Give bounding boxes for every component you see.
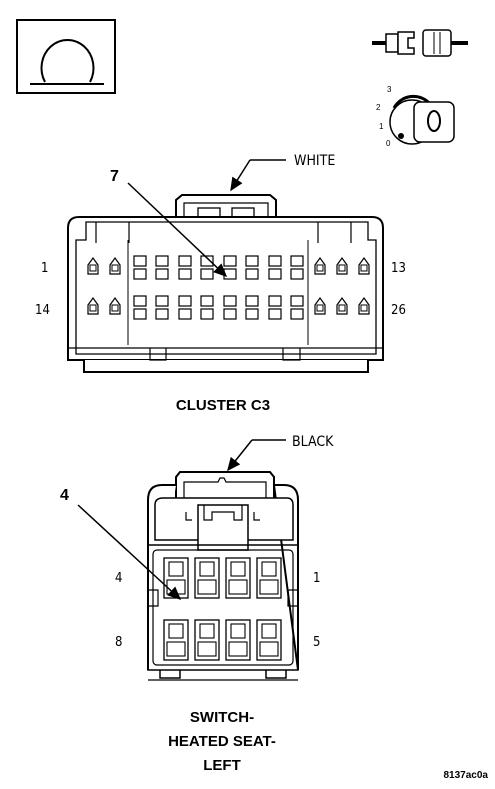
cluster-pin-cavity [336,296,348,315]
cluster-pin-cavity [336,256,348,275]
switch-pin-grid [163,557,282,661]
cluster-pin-cavity [109,256,121,275]
cluster-pin-cavity [245,295,259,320]
cluster-pin-label-1: 1 [41,261,48,276]
figure-code: 8137ac0a [444,770,489,781]
cluster-c3-connector [67,194,384,373]
cluster-pin-label-13: 13 [391,261,406,276]
switch-callout-number: 4 [60,487,69,504]
switch-pin-label-8: 8 [115,635,122,650]
cluster-pin-cavity [290,295,304,320]
ignition-position-1: 1 [379,122,384,131]
switch-connector [147,471,299,681]
ignition-switch-icon [389,94,455,145]
cluster-callout-arrow [127,182,228,278]
cluster-pin-cavity [358,256,370,275]
cluster-pin-cavity [200,255,214,280]
cluster-pin-cavity [155,255,169,280]
cluster-pin-cavity [358,296,370,315]
cluster-pin-cavity [200,295,214,320]
cluster-pin-cavity [87,256,99,275]
cluster-title: CLUSTER C3 [176,397,270,414]
switch-title-line-2: HEATED SEAT- [168,733,276,750]
switch-pin-cavity [194,557,220,599]
cluster-pin-cavity [314,296,326,315]
switch-title-line-3: LEFT [203,757,241,774]
cluster-pin-cavity [155,295,169,320]
connector-mating-icon [372,29,468,57]
switch-pin-label-5: 5 [313,635,320,650]
cluster-pin-cavity [223,295,237,320]
cluster-pin-cavity [245,255,259,280]
switch-pin-cavity [225,619,251,661]
cluster-pin-cavity [314,256,326,275]
cluster-pin-cavity [268,295,282,320]
cluster-pin-label-26: 26 [391,303,406,318]
black-leader-arrow [227,439,253,472]
white-leader-arrow [230,159,251,192]
cluster-pin-cavity [87,296,99,315]
ignition-position-0: 0 [386,139,391,148]
switch-pin-label-4: 4 [115,571,122,586]
switch-pin-cavity [256,619,282,661]
cluster-pin-cavity [268,255,282,280]
ignition-position-3: 3 [387,85,392,94]
cluster-pin-label-14: 14 [35,303,50,318]
switch-title-line-1: SWITCH- [190,709,254,726]
ground-loop-icon [16,19,116,94]
cluster-callout-number: 7 [110,168,119,185]
switch-pin-cavity [163,619,189,661]
switch-pin-cavity [256,557,282,599]
switch-pin-cavity [225,557,251,599]
cluster-pin-grid [87,240,370,345]
cluster-pin-cavity [133,295,147,320]
cluster-pin-cavity [109,296,121,315]
ignition-position-2: 2 [376,103,381,112]
switch-pin-label-1: 1 [313,571,320,586]
switch-callout-arrow [77,504,182,601]
switch-color-label: BLACK [292,434,334,450]
cluster-pin-cavity [178,295,192,320]
switch-pin-cavity [163,557,189,599]
cluster-pin-cavity [178,255,192,280]
cluster-pin-cavity [133,255,147,280]
switch-pin-cavity [194,619,220,661]
cluster-pin-cavity [290,255,304,280]
cluster-color-label: WHITE [294,153,335,169]
